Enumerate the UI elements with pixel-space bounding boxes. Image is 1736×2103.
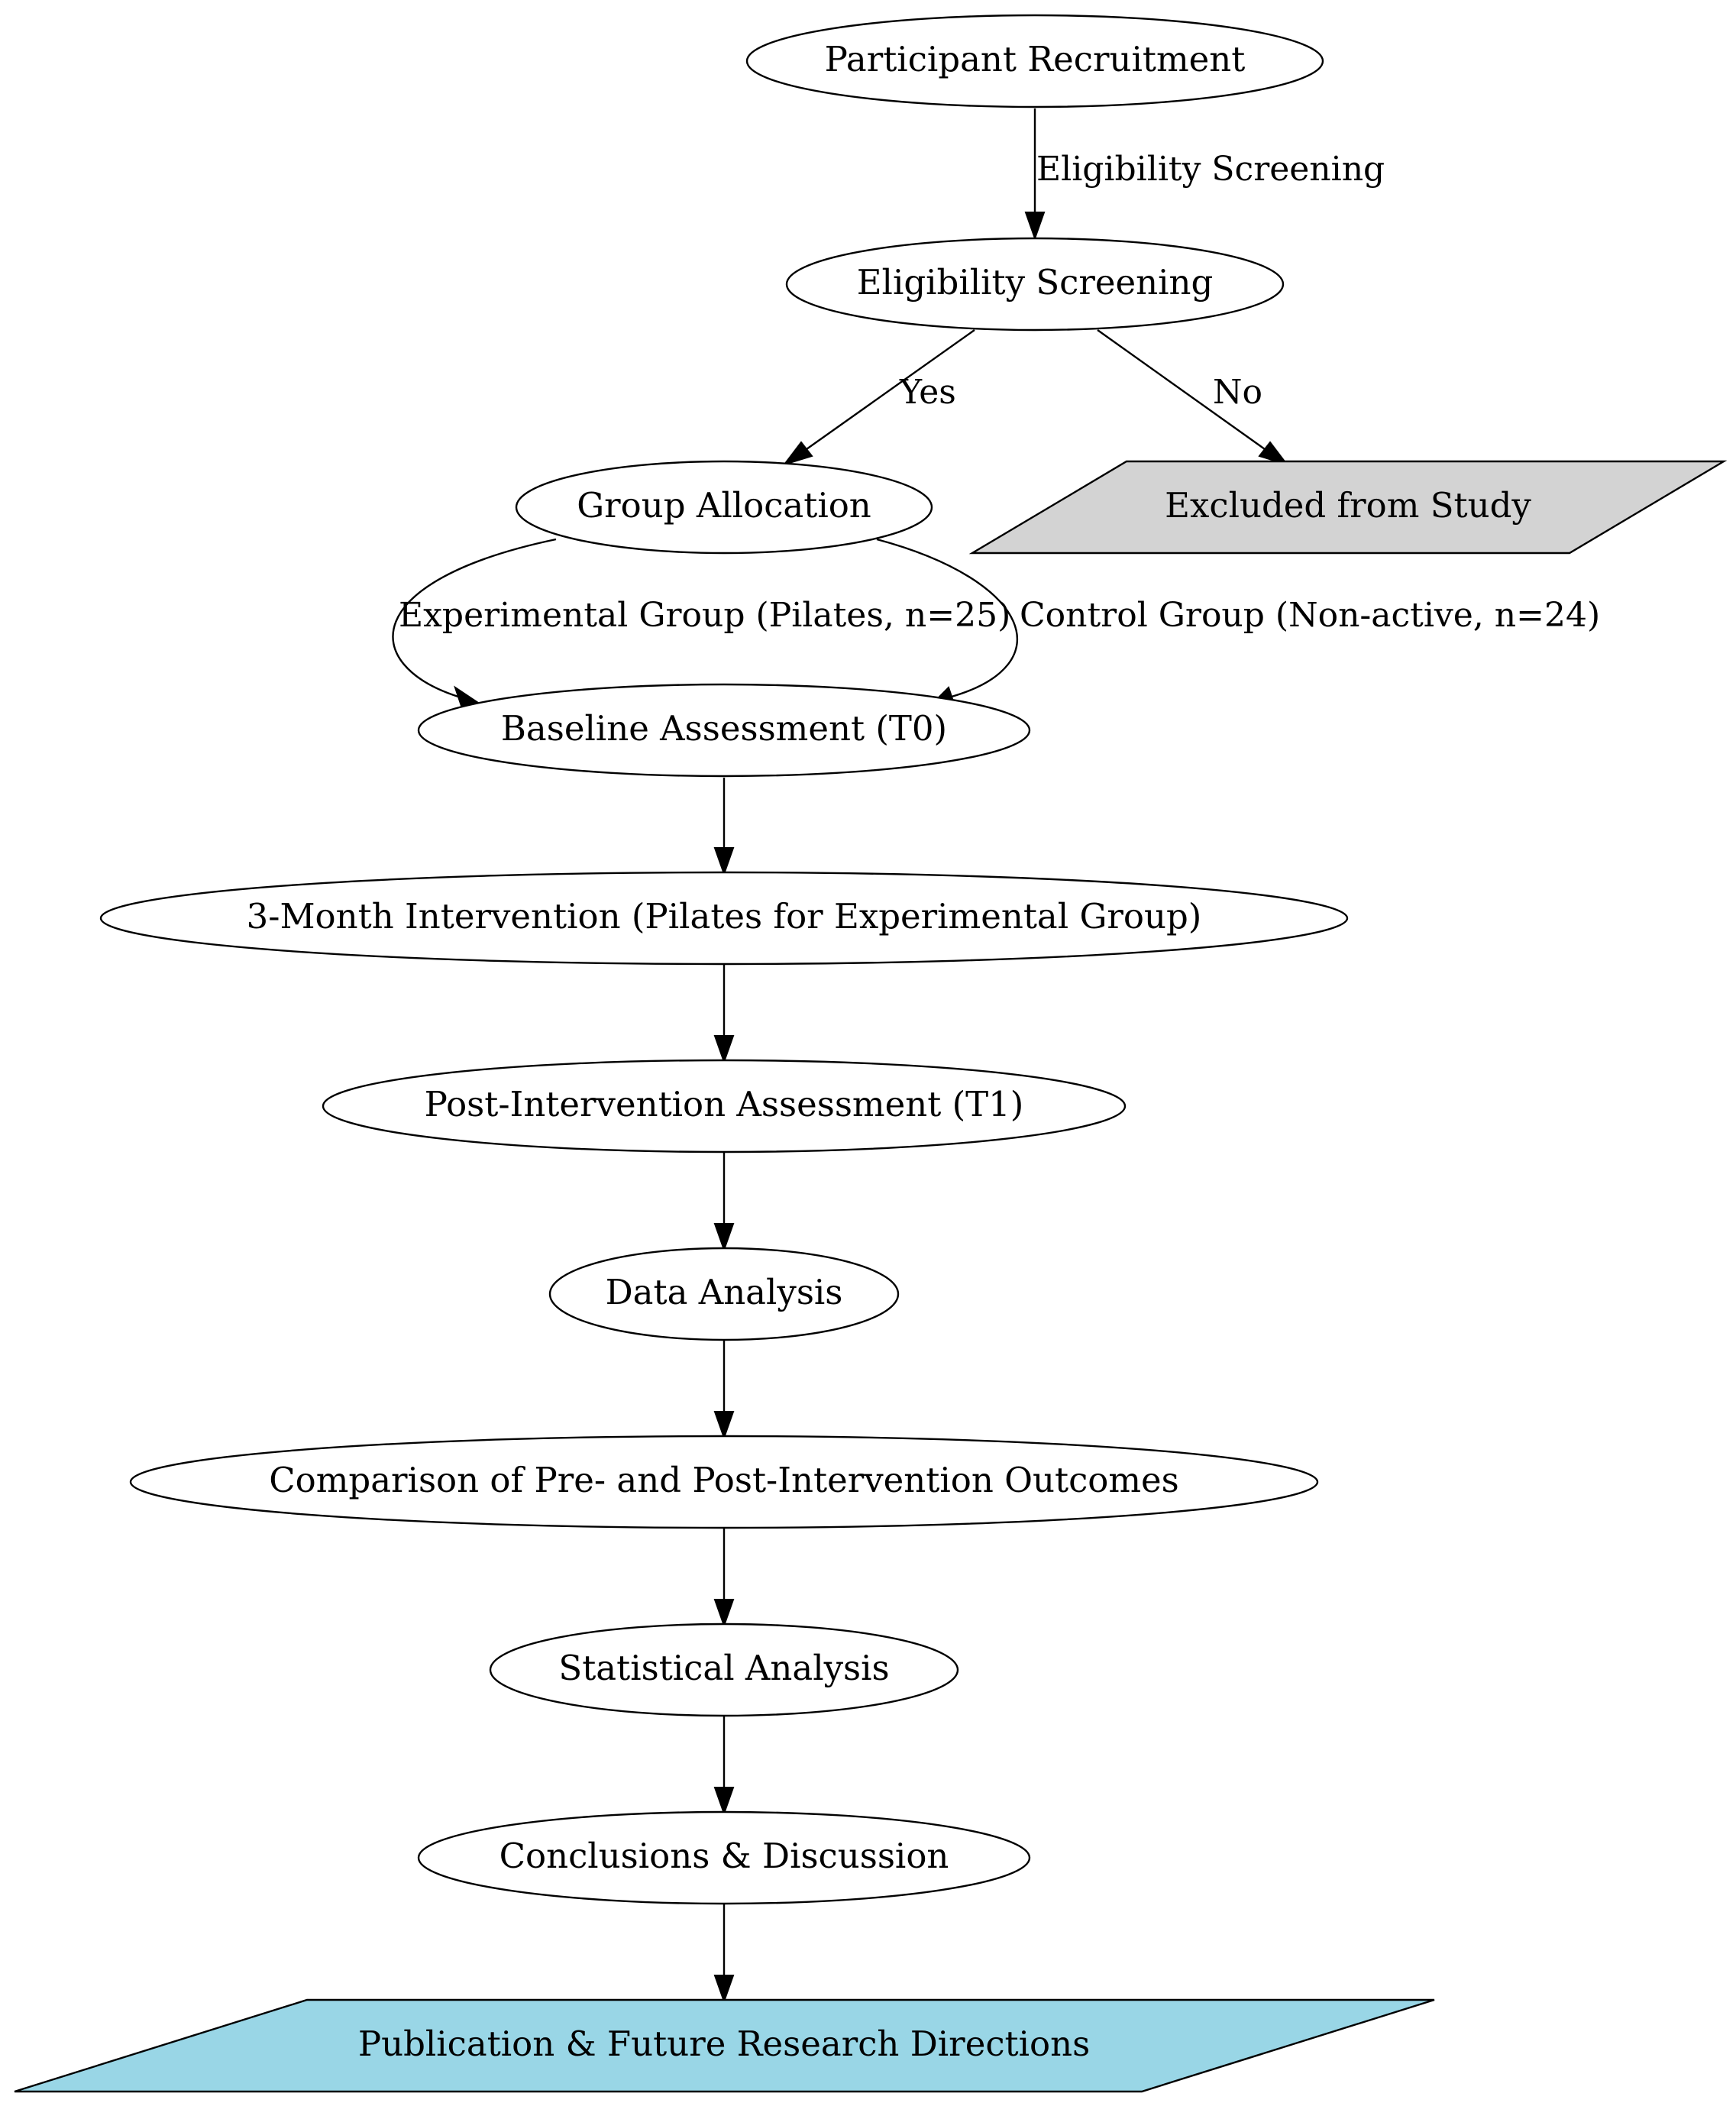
node-shape xyxy=(548,1247,900,1341)
node-label: Group Allocation xyxy=(577,485,871,526)
node-shape xyxy=(417,1810,1031,1905)
node-label: Participant Recruitment xyxy=(825,39,1246,79)
node-shape xyxy=(322,1059,1127,1153)
edge-allocation-to-baseline-control: Control Group (Non-active, n=24) xyxy=(876,538,1600,707)
node-post-intervention-assessment: Post-Intervention Assessment (T1) xyxy=(322,1059,1127,1153)
node-baseline-assessment: Baseline Assessment (T0) xyxy=(417,683,1031,778)
node-shape xyxy=(489,1623,959,1717)
node-participant-recruitment: Participant Recruitment xyxy=(745,14,1324,108)
node-shape xyxy=(129,1435,1319,1529)
edge-label-yes: Yes xyxy=(899,373,956,412)
edge-post-to-analysis xyxy=(713,1152,735,1253)
edge-label-control-group: Control Group (Non-active, n=24) xyxy=(1020,596,1600,635)
node-label: Statistical Analysis xyxy=(558,1648,889,1688)
edge-label-experimental-group: Experimental Group (Pilates, n=25) xyxy=(399,596,1010,635)
node-shape xyxy=(99,871,1349,966)
node-label: Excluded from Study xyxy=(1165,485,1531,526)
node-label: Data Analysis xyxy=(606,1272,843,1312)
edge-screening-to-excluded: No xyxy=(1097,329,1289,466)
node-statistical-analysis: Statistical Analysis xyxy=(489,1623,959,1717)
edge-statistical-to-conclusions xyxy=(713,1716,735,1817)
node-shape xyxy=(785,237,1285,332)
edge-intervention-to-post xyxy=(713,964,735,1065)
node-label: Eligibility Screening xyxy=(857,262,1214,303)
node-comparison-of-outcomes: Comparison of Pre- and Post-Intervention… xyxy=(129,1435,1319,1529)
node-shape xyxy=(745,14,1324,108)
edge-allocation-to-baseline-experimental: Experimental Group (Pilates, n=25) xyxy=(392,538,1010,707)
node-shape xyxy=(417,683,1031,778)
edge-baseline-to-intervention xyxy=(713,778,735,877)
node-shape xyxy=(515,460,933,555)
node-label: 3-Month Intervention (Pilates for Experi… xyxy=(247,896,1202,937)
edge-conclusions-to-publication xyxy=(713,1904,735,2004)
node-label: Conclusions & Discussion xyxy=(499,1836,949,1876)
node-label: Publication & Future Research Directions xyxy=(358,2024,1090,2064)
node-conclusions-discussion: Conclusions & Discussion xyxy=(417,1810,1031,1905)
node-publication-future-research: Publication & Future Research Directions xyxy=(14,1998,1435,2093)
node-group-allocation: Group Allocation xyxy=(515,460,933,555)
edge-recruitment-to-screening: Eligibility Screening xyxy=(1024,108,1385,241)
edge-analysis-to-comparison xyxy=(713,1340,735,1441)
node-label: Post-Intervention Assessment (T1) xyxy=(425,1084,1024,1124)
node-excluded-from-study: Excluded from Study xyxy=(968,460,1728,555)
node-shape xyxy=(968,460,1728,555)
node-eligibility-screening: Eligibility Screening xyxy=(785,237,1285,332)
edge-comparison-to-statistical xyxy=(713,1528,735,1629)
edge-label-no: No xyxy=(1213,373,1262,412)
node-label: Baseline Assessment (T0) xyxy=(501,708,947,749)
node-label: Comparison of Pre- and Post-Intervention… xyxy=(269,1460,1179,1500)
node-shape xyxy=(14,1998,1435,2093)
node-data-analysis: Data Analysis xyxy=(548,1247,900,1341)
edge-label-eligibility-screening: Eligibility Screening xyxy=(1036,150,1385,189)
edge-screening-to-allocation: Yes xyxy=(782,329,975,466)
node-3-month-intervention: 3-Month Intervention (Pilates for Experi… xyxy=(99,871,1349,966)
